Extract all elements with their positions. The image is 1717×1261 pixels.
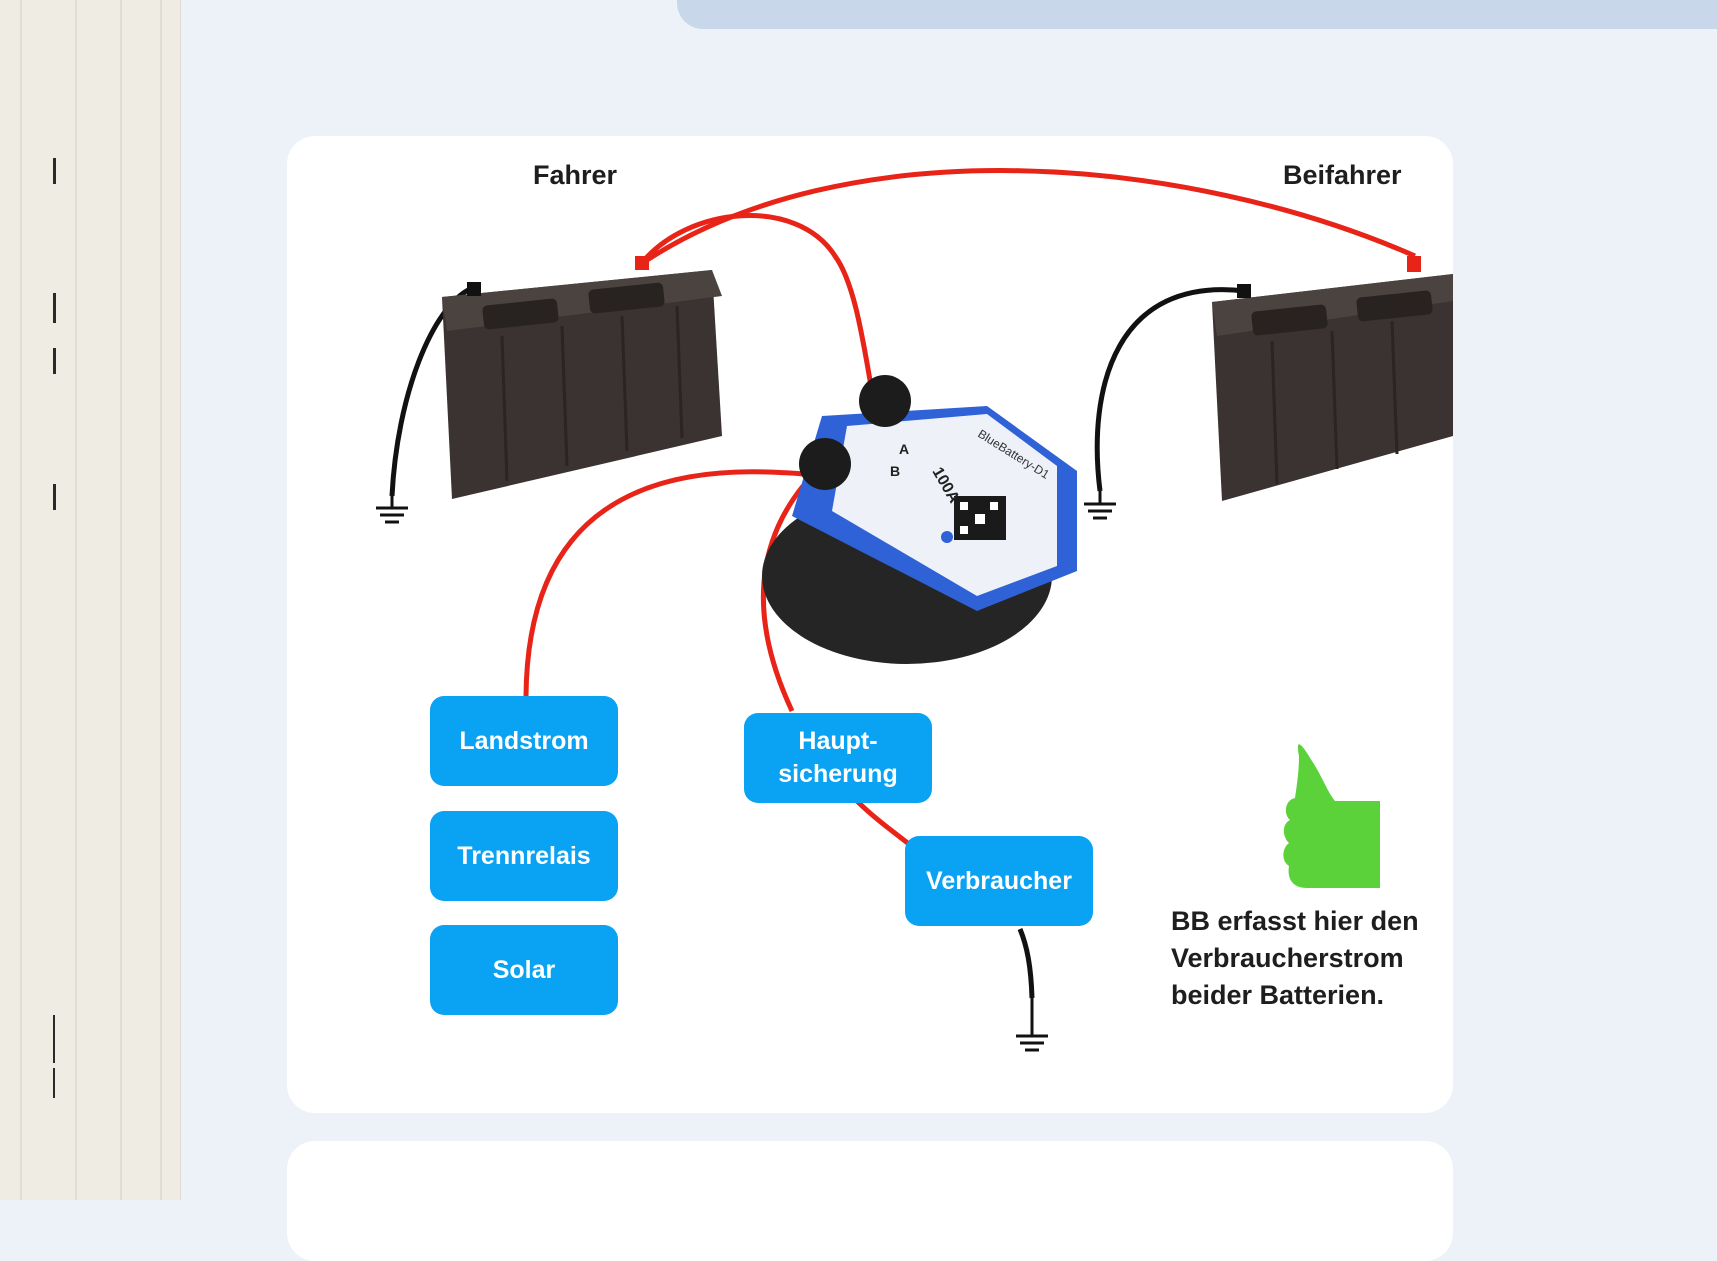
- hauptsicherung-label-line1: Haupt-: [798, 727, 878, 755]
- battery-icon: [442, 256, 722, 499]
- device-terminal-b: B: [890, 463, 900, 479]
- battery-label-fahrer: Fahrer: [533, 160, 618, 190]
- wiring-diagram-card: BlueBattery-D1 100A A B Fahrer Beifahrer…: [287, 136, 1453, 1113]
- wiring-diagram: BlueBattery-D1 100A A B: [376, 168, 1453, 1052]
- solar-box: Solar: [430, 925, 618, 1015]
- solar-label: Solar: [492, 955, 556, 984]
- wire-device-to-hauptsicherung: [760, 484, 805, 713]
- wire-hauptsicherung-to-verbraucher: [855, 799, 911, 846]
- note-line-3: beider Batterien.: [1171, 980, 1385, 1010]
- current-measurement-note: BB erfasst hier den Verbraucherstrom bei…: [1171, 903, 1453, 1014]
- wire-landstrom-to-device: [523, 469, 816, 697]
- trennrelais-label: Trennrelais: [457, 841, 591, 870]
- wire-beifahrer-ground: [1094, 287, 1246, 492]
- landstrom-label: Landstrom: [459, 726, 589, 755]
- battery-icon: [1212, 256, 1453, 501]
- trennrelais-box: Trennrelais: [430, 811, 618, 901]
- top-banner: [677, 0, 1717, 29]
- device-terminal-a: A: [899, 441, 909, 457]
- landstrom-box: Landstrom: [430, 696, 618, 786]
- bluebattery-device: BlueBattery-D1 100A A B: [762, 375, 1077, 664]
- ground-symbol-icon: [376, 496, 408, 524]
- wire-fahrer-to-device: [639, 213, 878, 409]
- left-wood-panel: [0, 0, 181, 1200]
- hauptsicherung-label-line2: sicherung: [778, 760, 898, 788]
- qr-code-icon: [954, 496, 1006, 540]
- next-content-card: [287, 1141, 1453, 1261]
- note-line-1: BB erfasst hier den: [1171, 906, 1419, 936]
- note-line-2: Verbraucherstrom: [1171, 943, 1404, 973]
- ground-symbol-icon: [1016, 998, 1048, 1052]
- verbraucher-box: Verbraucher: [905, 836, 1093, 926]
- wire-verbraucher-ground: [1017, 928, 1035, 999]
- thumbs-up-icon: [1283, 744, 1380, 888]
- verbraucher-label: Verbraucher: [926, 866, 1072, 895]
- hauptsicherung-box: Haupt- sicherung: [744, 713, 932, 803]
- ground-symbol-icon: [1084, 491, 1116, 520]
- battery-label-beifahrer: Beifahrer: [1283, 160, 1402, 190]
